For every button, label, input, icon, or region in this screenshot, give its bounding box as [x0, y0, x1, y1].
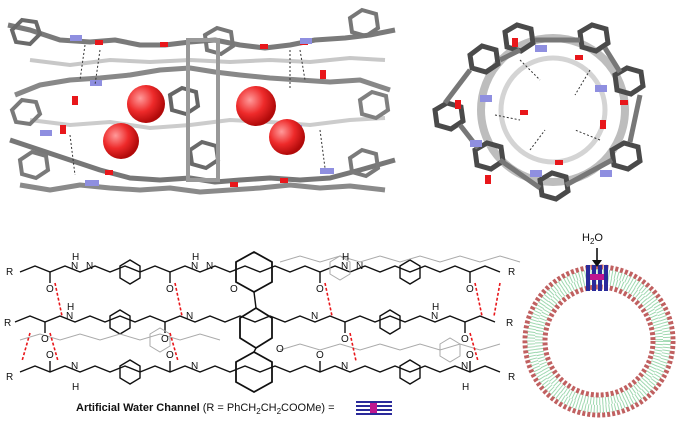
caption-title: Artificial Water Channel: [76, 402, 200, 414]
atom-label-h: H: [342, 252, 349, 263]
atom-label-n: N: [356, 261, 363, 272]
atom-label-n: N: [71, 261, 78, 272]
atom-label-o: O: [466, 284, 474, 295]
atom-label-h: H: [67, 302, 74, 313]
atom-label-h: H: [432, 302, 439, 313]
figure-caption: Artificial Water Channel (R = PhCH2CH2CO…: [76, 402, 335, 416]
atom-label-n: N: [341, 361, 348, 372]
atom-label-n: N: [191, 261, 198, 272]
atom-label-h: H: [462, 382, 469, 393]
atom-label-n: N: [311, 311, 318, 322]
atom-label-r: R: [4, 318, 11, 329]
caption-r-definition: (R = PhCH2CH2COOMe): [202, 402, 326, 417]
atom-label-o: O: [46, 284, 54, 295]
atom-label-o: O: [341, 334, 349, 345]
water-sphere: [236, 86, 276, 126]
channel-icon: [586, 265, 608, 291]
water-sphere: [269, 119, 305, 155]
chemical-structure: [14, 250, 521, 394]
atom-label-h: H: [72, 252, 79, 263]
atom-label-n: N: [186, 311, 193, 322]
channel-legend-icon: [356, 401, 392, 415]
atom-label-r: R: [508, 372, 515, 383]
atom-labels: R R R R R R O O O O O O O O O O O O O O …: [4, 252, 515, 393]
atom-label-r: R: [508, 267, 515, 278]
atom-label-o: O: [166, 350, 174, 361]
atom-label-n: N: [86, 261, 93, 272]
atom-label-n: N: [66, 311, 73, 322]
atom-label-n: N: [206, 261, 213, 272]
atom-label-h: H: [192, 252, 199, 263]
atom-label-o: O: [230, 284, 238, 295]
atom-label-r: R: [6, 267, 13, 278]
crystal-structure-top-view: [432, 22, 646, 202]
atom-label-r: R: [6, 372, 13, 383]
atom-label-h: H: [72, 382, 79, 393]
atom-label-n: N: [191, 361, 198, 372]
water-sphere: [127, 85, 165, 123]
atom-label-o: O: [316, 284, 324, 295]
atom-label-o: O: [466, 350, 474, 361]
atom-label-o: O: [461, 334, 469, 345]
water-label: H2O: [582, 232, 603, 247]
water-sphere: [103, 123, 139, 159]
crystal-structure-side-view: [7, 7, 396, 195]
atom-label-o: O: [46, 350, 54, 361]
atom-label-n: N: [461, 361, 468, 372]
membrane-vesicle: [522, 248, 676, 418]
atom-label-o: O: [276, 344, 284, 355]
atom-label-o: O: [166, 284, 174, 295]
atom-label-r: R: [506, 318, 513, 329]
atom-label-o: O: [161, 334, 169, 345]
atom-label-n: N: [341, 261, 348, 272]
atom-label-o: O: [316, 350, 324, 361]
arrow-down-icon: [592, 248, 602, 267]
caption-equals: =: [328, 402, 335, 414]
atom-label-n: N: [431, 311, 438, 322]
atom-label-n: N: [71, 361, 78, 372]
atom-label-o: O: [41, 334, 49, 345]
